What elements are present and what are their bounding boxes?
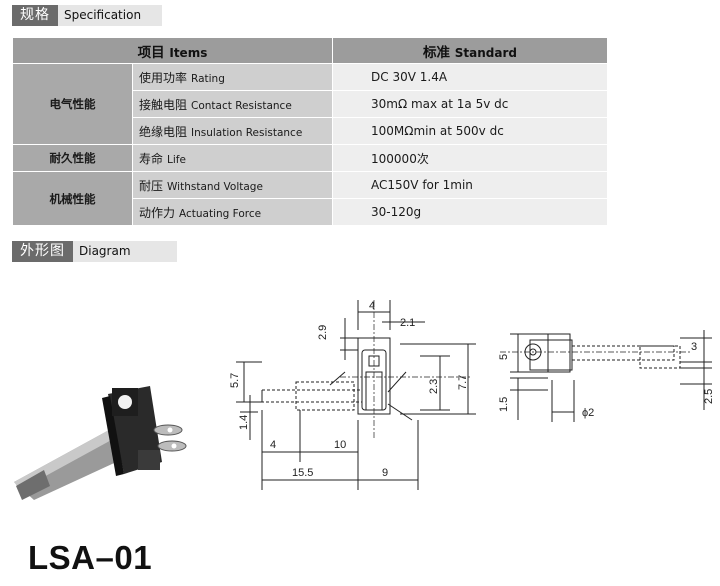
diagram-drawings: 4 2.1 2.9 5.7 1.4 2.3 7.7 4 10 15.5 9 5 … (14, 300, 715, 500)
standard-cell: AC150V for 1min (332, 171, 609, 199)
dim-15-5: 15.5 (292, 467, 313, 479)
dim-1-5: 1.5 (498, 397, 510, 412)
category-cell: 耐久性能 (12, 144, 133, 172)
standard-cell: 100000次 (332, 144, 609, 172)
diagram-title-en: Diagram (73, 241, 177, 262)
dim-9: 9 (382, 467, 388, 479)
diagram-header: 外形图 Diagram (12, 241, 177, 262)
model-label: LSA–01 (28, 539, 153, 576)
front-view-dimension-labels: 4 2.1 2.9 5.7 1.4 2.3 7.7 4 10 15.5 9 (229, 300, 469, 479)
standard-cell: 30mΩ max at 1a 5v dc (332, 90, 609, 118)
table-header-row: 项目 Items 标准 Standard (11, 37, 609, 64)
standard-cell: 100MΩmin at 500v dc (332, 117, 609, 145)
dim-7-7: 7.7 (457, 375, 469, 390)
dim-phi-2: ϕ2 (582, 407, 594, 419)
category-cell: 机械性能 (12, 171, 133, 226)
dim-10: 10 (334, 439, 346, 451)
product-photo (14, 386, 187, 500)
spec-title-en: Specification (58, 5, 162, 26)
spec-title-cn: 规格 (12, 5, 58, 26)
dim-3: 3 (691, 341, 697, 353)
dim-4b: 4 (270, 439, 276, 451)
standard-header: 标准 Standard (332, 37, 609, 64)
items-header: 项目 Items (11, 37, 334, 64)
dim-2-9: 2.9 (317, 325, 329, 340)
dim-5: 5 (498, 354, 510, 360)
dim-4: 4 (369, 300, 375, 312)
front-view-drawing (236, 300, 476, 490)
dim-2-3: 2.3 (428, 379, 440, 394)
category-cell: 电气性能 (12, 63, 133, 145)
diagram-title-cn: 外形图 (12, 241, 73, 262)
dim-5-7: 5.7 (229, 373, 241, 388)
dim-2-5: 2.5 (703, 389, 715, 404)
specification-header: 规格 Specification (12, 5, 162, 26)
dim-1-4: 1.4 (238, 415, 250, 430)
side-view-drawing (500, 330, 712, 422)
standard-cell: DC 30V 1.4A (332, 63, 609, 91)
standard-cell: 30-120g (332, 198, 609, 226)
side-view-dimension-labels: 5 3 1.5 2.5 ϕ2 (498, 341, 715, 419)
dim-2-1: 2.1 (400, 317, 415, 329)
